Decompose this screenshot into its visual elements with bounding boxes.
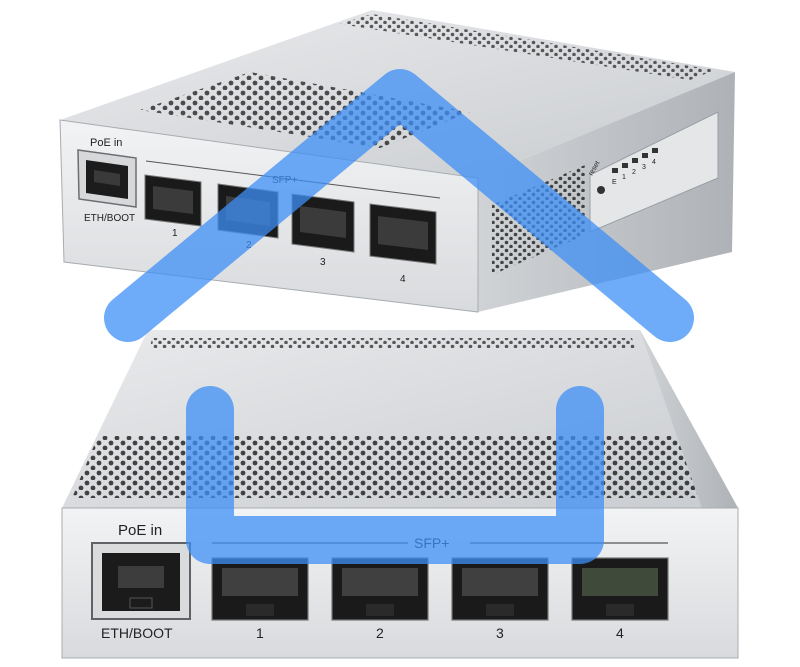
top-port-label-4: 4 (400, 274, 406, 285)
top-port-label-1: 1 (172, 228, 178, 239)
led-2 (632, 158, 638, 163)
top-port-label-3: 3 (320, 257, 326, 268)
bottom-eth-label: ETH/BOOT (101, 625, 173, 641)
top-sfp-port-1[interactable] (144, 174, 202, 227)
top-device-vent-back (340, 14, 715, 80)
home-icon (104, 69, 694, 564)
led-e (612, 168, 618, 173)
bottom-poe-label: PoE in (118, 522, 162, 539)
bottom-device-vent-front (72, 436, 712, 498)
bottom-port-label-3: 3 (496, 625, 504, 641)
top-eth-label: ETH/BOOT (84, 213, 135, 224)
top-sfp-port-3[interactable] (291, 193, 355, 253)
bottom-sfp-port-4[interactable] (571, 557, 669, 621)
bottom-sfp-port-2[interactable] (331, 557, 429, 621)
led-label-3: 3 (642, 164, 646, 171)
bottom-device-vent-back (150, 338, 636, 348)
top-sfp-port-4[interactable] (369, 203, 437, 265)
bottom-device-side (640, 330, 738, 620)
bottom-port-label-1: 1 (256, 625, 264, 641)
bottom-sfp-port-1[interactable] (211, 557, 309, 621)
top-poe-label: PoE in (90, 137, 122, 149)
reset-button[interactable] (597, 186, 605, 194)
led-3 (642, 153, 648, 158)
led-label-2: 2 (632, 169, 636, 176)
led-label-e: E (612, 179, 617, 186)
top-device-side-panel: reset E 1 2 3 4 (588, 111, 719, 233)
bottom-device: PoE in ETH/BOOT SFP+ 1 2 3 4 (61, 330, 739, 659)
bottom-port-label-2: 2 (376, 625, 384, 641)
bottom-eth-port[interactable] (91, 542, 191, 620)
led-label-4: 4 (652, 159, 656, 166)
led-4 (652, 148, 658, 153)
bottom-sfp-port-3[interactable] (451, 557, 549, 621)
bottom-port-label-4: 4 (616, 625, 624, 641)
top-eth-port[interactable] (77, 149, 137, 208)
led-1 (622, 163, 628, 168)
led-label-1: 1 (622, 174, 626, 181)
